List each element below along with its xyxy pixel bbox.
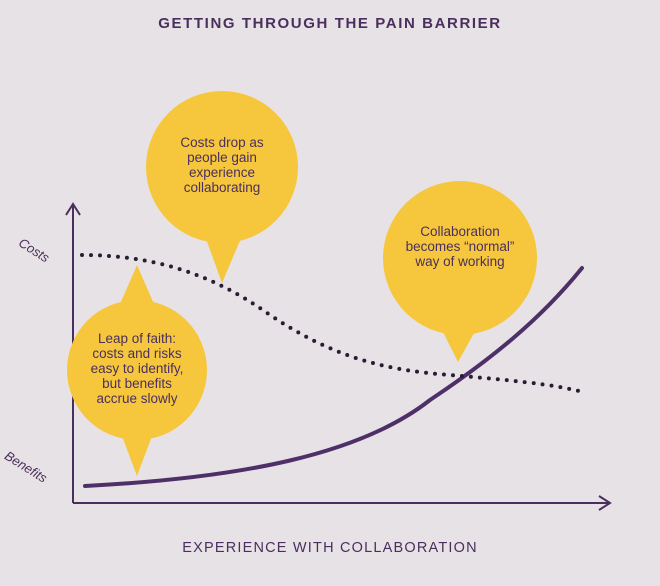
callout-line: Collaboration <box>420 224 500 239</box>
callout-line: Leap of faith: <box>97 331 177 346</box>
callout-line: Costs drop as <box>180 135 264 150</box>
callout-bubble-collaboration-normal <box>383 181 537 362</box>
x-axis-title: EXPERIENCE WITH COLLABORATION <box>182 540 478 556</box>
callout-line: experience <box>188 165 256 180</box>
callout-text-costs-drop: Costs drop as people gain experience col… <box>157 135 287 195</box>
callout-text-leap-of-faith: Leap of faith: costs and risks easy to i… <box>77 331 197 406</box>
callout-line: way of working <box>415 254 505 269</box>
callout-line: accrue slowly <box>96 391 178 406</box>
callout-line: but benefits <box>102 376 172 391</box>
y-axis-arrowhead <box>65 202 81 216</box>
callout-line: people gain <box>187 150 257 165</box>
callout-line: easy to identify, <box>90 361 184 376</box>
x-axis-arrowhead <box>598 495 612 511</box>
callout-line: becomes “normal” <box>405 239 515 254</box>
costs-curve <box>80 253 581 393</box>
callout-bubble-leap-of-faith <box>67 265 207 476</box>
callout-bubble-costs-drop <box>146 91 298 283</box>
callout-text-collaboration-normal: Collaboration becomes “normal” way of wo… <box>395 224 525 269</box>
benefits-curve <box>83 266 584 488</box>
callout-line: collaborating <box>183 180 261 195</box>
callout-line: costs and risks <box>92 346 182 361</box>
diagram-title: GETTING THROUGH THE PAIN BARRIER <box>158 15 502 32</box>
